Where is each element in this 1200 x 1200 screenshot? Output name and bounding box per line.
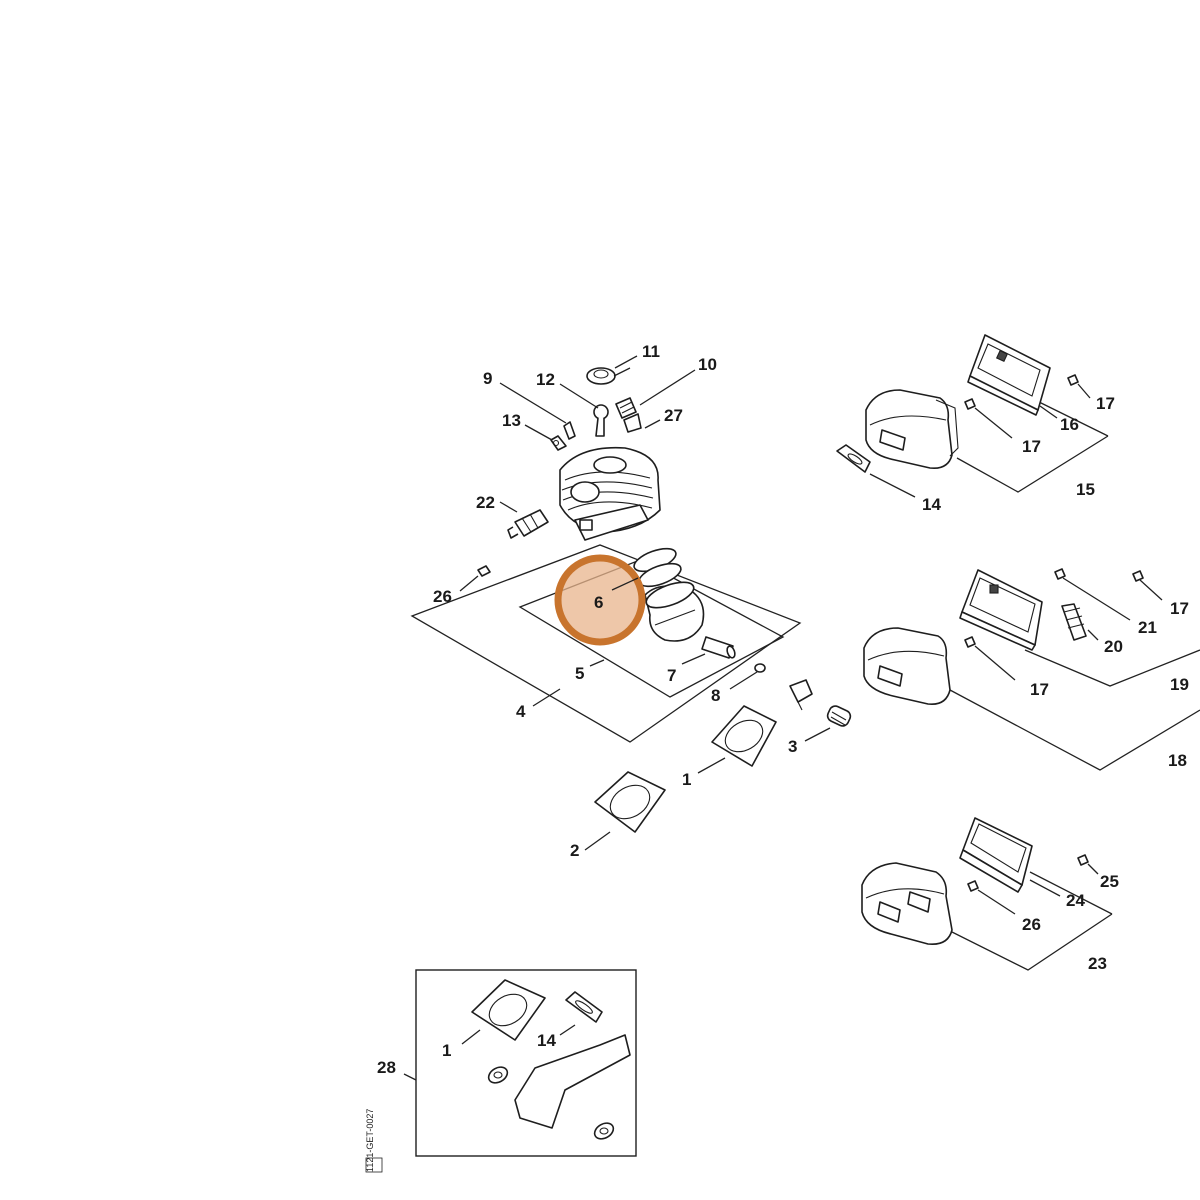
callout-labels: 11 10 9 12 27 13 22 26 6 5 7 8 4 3 1 2 1…	[377, 342, 1189, 1077]
sleeve-part-27	[623, 413, 642, 433]
kit-gasket-14	[565, 991, 603, 1023]
screw-part-26	[477, 565, 491, 577]
leader-lines-left	[459, 355, 831, 851]
callout-9: 9	[483, 369, 492, 388]
callout-20: 20	[1104, 637, 1123, 656]
callout-22: 22	[476, 493, 495, 512]
callout-12: 12	[536, 370, 555, 389]
callout-15: 15	[1076, 480, 1095, 499]
callout-8: 8	[711, 686, 720, 705]
muffler-body-part-18	[863, 627, 951, 706]
callout-17-c: 17	[1170, 599, 1189, 618]
piston-part	[633, 547, 705, 642]
cylinder-assembly	[410, 367, 852, 833]
highlight-marker	[554, 554, 646, 646]
callout-17-b: 17	[1022, 437, 1041, 456]
base-gasket-part	[594, 771, 666, 833]
callout-1: 1	[682, 770, 691, 789]
muffler-assembly-15	[836, 334, 1109, 498]
kit-gasket-1	[471, 979, 546, 1041]
muffler-body-part-23	[861, 862, 953, 946]
kit-seal-ring	[487, 1066, 509, 1084]
callout-7: 7	[667, 666, 676, 685]
callout-3: 3	[788, 737, 797, 756]
callout-25: 25	[1100, 872, 1119, 891]
gasket-set-box-28	[403, 969, 637, 1157]
muffler-shell-part-16	[967, 334, 1051, 416]
cylinder-part	[559, 446, 661, 541]
callout-16: 16	[1060, 415, 1079, 434]
callout-5: 5	[575, 664, 584, 683]
callout-26-left: 26	[433, 587, 452, 606]
callout-13: 13	[502, 411, 521, 430]
decompression-spring-part	[615, 397, 637, 419]
muffler-gasket-part	[836, 444, 871, 473]
callout-6: 6	[594, 593, 603, 612]
callout-14: 14	[922, 495, 941, 514]
muffler-body-part	[865, 389, 959, 470]
kit-gasket-large	[514, 1034, 631, 1129]
kit-outline-4	[410, 544, 802, 743]
callout-21: 21	[1138, 618, 1157, 637]
cylinder-gasket-part	[711, 705, 777, 767]
callout-19: 19	[1170, 675, 1189, 694]
kit-seal-ring-2	[593, 1122, 615, 1140]
callout-23: 23	[1088, 954, 1107, 973]
muffler-assembly-23	[861, 817, 1113, 971]
callout-11: 11	[642, 342, 660, 361]
callout-28: 28	[377, 1058, 396, 1077]
callout-17-a: 17	[1096, 394, 1115, 413]
pin-part-9	[563, 421, 576, 440]
callout-24: 24	[1066, 891, 1085, 910]
callout-2: 2	[570, 841, 579, 860]
muffler-shell-part-19	[959, 569, 1043, 651]
piston-pin-part	[701, 636, 736, 659]
cover-part-11	[586, 367, 616, 385]
muffler-shell-part-24	[959, 817, 1033, 893]
needle-cage-part	[789, 679, 852, 727]
callout-26-right: 26	[1022, 915, 1041, 934]
callout-4: 4	[516, 702, 526, 721]
callout-10: 10	[698, 355, 717, 374]
callout-27: 27	[664, 406, 683, 425]
callout-17-d: 17	[1030, 680, 1049, 699]
callout-14-kit: 14	[537, 1031, 556, 1050]
circlip-part	[754, 663, 766, 673]
callout-1-kit: 1	[442, 1041, 451, 1060]
drawing-code: 1121-GET-0027	[365, 1109, 375, 1172]
callout-18: 18	[1168, 751, 1187, 770]
spark-plug-part	[507, 509, 549, 539]
screen-part-20	[1061, 603, 1087, 641]
muffler-assembly-18	[863, 568, 1200, 771]
